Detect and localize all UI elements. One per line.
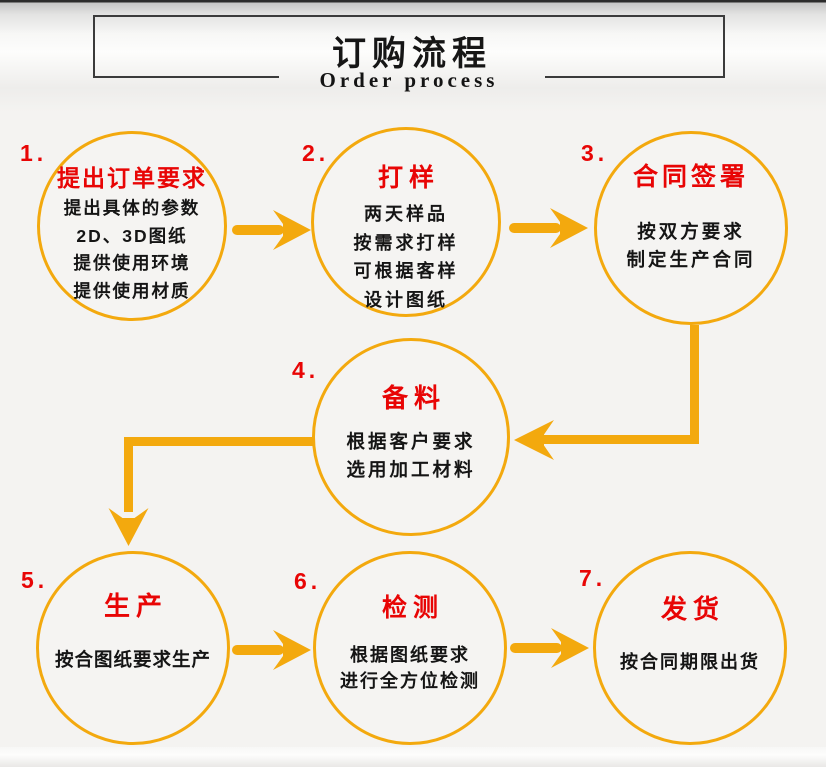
step-detail-line: 提出具体的参数: [63, 198, 201, 218]
step-circle-sampling: 打样 两天样品 按需求打样 可根据客样 设计图纸: [311, 127, 501, 317]
step-number-2: 2.: [302, 140, 330, 166]
arrow-step2-to-step3-icon: [509, 208, 588, 248]
step-detail-line: 提供使用材质: [73, 280, 191, 301]
step-details: 按双方要求 制定生产合同: [626, 218, 755, 274]
step-details: 提出具体的参数 2D、3D图纸 提供使用环境 提供使用材质: [64, 195, 201, 305]
step-detail-line: 按合同期限出货: [620, 652, 760, 672]
step-detail-line: 根据客户要求: [346, 431, 476, 452]
step-detail-line: 根据图纸要求: [350, 645, 470, 665]
header-divider-left: [95, 76, 279, 78]
arrow-step6-to-step7-icon: [510, 628, 589, 668]
step-details: 根据图纸要求 进行全方位检测: [340, 642, 480, 694]
bottom-gradient-band: [0, 747, 826, 767]
connector-step4-to-step5-icon: [108, 437, 314, 546]
arrow-step5-to-step6-icon: [232, 630, 311, 670]
step-title: 检测: [381, 594, 444, 622]
step-detail-line: 可根据客样: [353, 261, 459, 281]
step-title: 发货: [660, 594, 725, 624]
step-detail-line: 进行全方位检测: [340, 671, 480, 691]
step-number-1: 1.: [20, 140, 48, 166]
step-circle-production: 生产 按合图纸要求生产: [36, 551, 230, 745]
step-detail-line: 两天样品: [364, 204, 448, 224]
step-number-5: 5.: [21, 567, 49, 593]
step-number-7: 7.: [579, 565, 607, 591]
step-number-4: 4.: [292, 357, 320, 383]
step-details: 两天样品 按需求打样 可根据客样 设计图纸: [354, 200, 459, 314]
step-details: 根据客户要求 选用加工材料: [346, 428, 475, 484]
step-circle-inspection: 检测 根据图纸要求 进行全方位检测: [313, 551, 507, 745]
connector-step3-to-step4-icon: [514, 325, 699, 460]
step-detail-line: 选用加工材料: [346, 459, 476, 480]
step-detail-line: 2D、3D图纸: [76, 225, 188, 246]
step-title: 提出订单要求: [57, 165, 207, 191]
step-circle-order-requirements: 提出订单要求 提出具体的参数 2D、3D图纸 提供使用环境 提供使用材质: [37, 131, 227, 321]
arrow-step1-to-step2-icon: [232, 210, 311, 250]
step-circle-shipping: 发货 按合同期限出货: [593, 551, 787, 745]
step-title: 备料: [381, 383, 446, 413]
step-circle-material-preparation: 备料 根据客户要求 选用加工材料: [312, 338, 510, 536]
step-circle-contract-signing: 合同签署 按双方要求 制定生产合同: [594, 131, 788, 325]
header-divider-right: [545, 76, 723, 78]
top-gradient-band: [0, 0, 826, 112]
step-detail-line: 按合图纸要求生产: [54, 649, 211, 670]
step-detail-line: 按需求打样: [353, 232, 459, 253]
step-detail-line: 按双方要求: [637, 221, 745, 242]
step-number-6: 6.: [294, 568, 322, 594]
step-detail-line: 提供使用环境: [73, 253, 191, 273]
step-details: 按合图纸要求生产: [55, 646, 211, 674]
step-title: 打样: [377, 164, 440, 192]
step-detail-line: 设计图纸: [364, 289, 448, 310]
step-number-3: 3.: [581, 140, 609, 166]
header-frame: 订购流程 Order process: [93, 15, 725, 92]
step-details: 按合同期限出货: [620, 648, 760, 676]
step-title: 合同签署: [632, 163, 749, 191]
step-title: 生产: [103, 591, 168, 621]
page-title: 订购流程: [332, 36, 492, 73]
page-subtitle: Order process: [319, 68, 499, 92]
step-detail-line: 制定生产合同: [626, 249, 756, 270]
